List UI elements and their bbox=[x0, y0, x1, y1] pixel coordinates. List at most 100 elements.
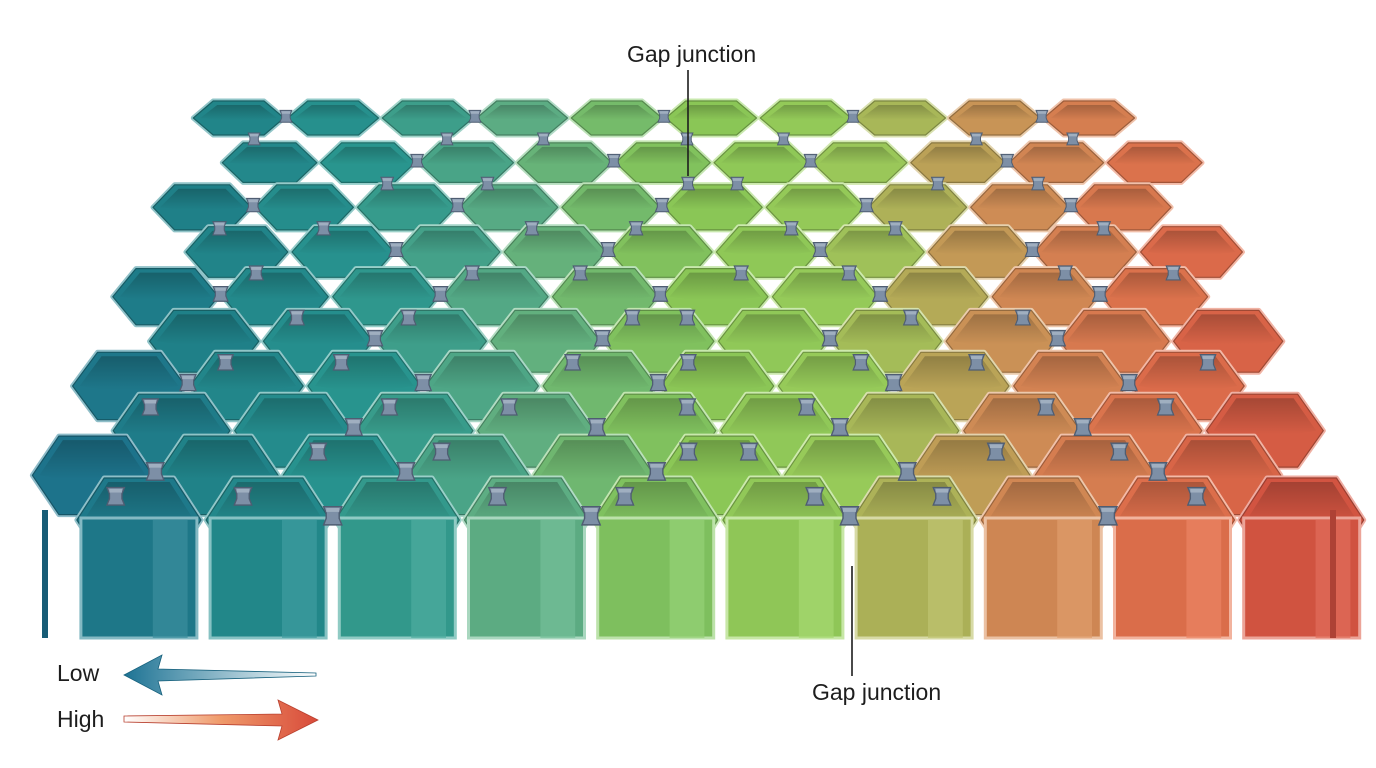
gap-junction-marker bbox=[432, 442, 451, 461]
gap-junction-marker bbox=[400, 309, 417, 326]
gap-junction-marker bbox=[344, 417, 364, 437]
gap-junction-marker bbox=[681, 176, 696, 191]
cell bbox=[355, 182, 459, 233]
gap-junction-marker bbox=[797, 398, 816, 416]
cell bbox=[711, 140, 811, 185]
gap-junction-marker bbox=[1014, 309, 1032, 326]
gap-junction-marker bbox=[932, 486, 952, 506]
cell bbox=[852, 98, 948, 138]
cell bbox=[763, 182, 867, 233]
gap-junction-marker bbox=[651, 285, 669, 302]
cell bbox=[1006, 140, 1107, 185]
cell bbox=[285, 98, 381, 138]
gap-junction-marker bbox=[657, 109, 671, 123]
cell-front-wall bbox=[983, 516, 1103, 640]
cell bbox=[568, 98, 665, 138]
cell bbox=[395, 224, 503, 280]
gap-junction-marker bbox=[1156, 398, 1175, 416]
cell bbox=[908, 140, 1008, 185]
cell bbox=[501, 224, 609, 280]
gap-junction-label-bottom: Gap junction bbox=[812, 679, 942, 705]
gap-junction-marker bbox=[248, 265, 265, 281]
gap-junction-marker bbox=[1024, 241, 1041, 258]
gap-junction-marker bbox=[450, 197, 466, 213]
gap-junction-marker bbox=[593, 329, 611, 347]
cell bbox=[190, 98, 287, 138]
gap-junction-marker bbox=[1057, 265, 1074, 281]
gap-junction-marker bbox=[380, 398, 399, 416]
cell bbox=[318, 140, 418, 185]
cell bbox=[514, 140, 615, 185]
gap-junction-marker bbox=[1120, 373, 1138, 392]
gap-junction-marker bbox=[1035, 109, 1049, 123]
gap-junction-marker bbox=[308, 442, 328, 461]
gap-junction-marker bbox=[105, 486, 126, 506]
gap-junction-marker bbox=[410, 153, 425, 168]
gap-junction-marker bbox=[396, 461, 416, 481]
cell bbox=[1070, 182, 1174, 233]
gap-junction-marker bbox=[649, 373, 668, 392]
gap-junction-marker bbox=[216, 353, 235, 371]
gap-junction-marker bbox=[805, 486, 825, 506]
gap-junction-label-top: Gap junction bbox=[627, 41, 757, 67]
gap-junction-marker bbox=[986, 442, 1006, 461]
sheet-right-edge bbox=[1330, 510, 1336, 638]
gap-junction-marker bbox=[887, 221, 903, 236]
gap-junction-marker bbox=[1037, 398, 1056, 416]
cell bbox=[613, 140, 713, 185]
cell bbox=[663, 98, 759, 138]
gap-junction-marker bbox=[830, 417, 850, 437]
gap-junction-marker bbox=[380, 176, 395, 191]
cell bbox=[379, 98, 476, 138]
cell-front-wall bbox=[1242, 516, 1362, 640]
cell-front-wall bbox=[854, 516, 974, 640]
cell-front-wall bbox=[79, 516, 199, 640]
gap-junction-marker bbox=[572, 265, 589, 281]
cell bbox=[150, 182, 254, 233]
gap-junction-marker bbox=[580, 505, 602, 526]
cell-front-wall bbox=[337, 516, 457, 640]
gap-junction-marker bbox=[1063, 197, 1079, 213]
gap-junction-marker bbox=[141, 398, 160, 416]
cell bbox=[474, 98, 570, 138]
gap-junction-marker bbox=[440, 132, 454, 146]
cell bbox=[810, 140, 910, 185]
cell-front-wall bbox=[467, 516, 586, 640]
gap-junction-marker bbox=[145, 461, 165, 481]
gap-junction-marker bbox=[464, 265, 481, 281]
cell bbox=[29, 433, 156, 518]
cell-front-wall bbox=[1113, 516, 1232, 640]
gap-junction-marker bbox=[871, 285, 889, 302]
cell bbox=[1105, 140, 1205, 185]
gap-junction-marker bbox=[332, 353, 350, 371]
gap-junction-marker bbox=[1073, 417, 1093, 437]
gap-junction-marker bbox=[1000, 153, 1015, 168]
gap-junction-marker bbox=[233, 486, 253, 506]
gap-junction-marker bbox=[730, 176, 745, 191]
gap-junction-marker bbox=[679, 442, 698, 461]
gap-junction-marker bbox=[628, 221, 644, 236]
legend-low-label: Low bbox=[57, 660, 100, 686]
cell bbox=[289, 224, 397, 280]
gap-junction-marker bbox=[783, 221, 799, 236]
gap-junction-marker bbox=[468, 109, 482, 123]
gap-junction-marker bbox=[846, 109, 860, 123]
gap-junction-marker bbox=[852, 353, 870, 371]
cell bbox=[946, 98, 1043, 138]
gap-junction-marker bbox=[500, 398, 518, 416]
gap-junction-marker bbox=[803, 153, 818, 168]
gap-junction-marker bbox=[245, 197, 261, 213]
cell bbox=[1138, 224, 1245, 280]
cell bbox=[559, 182, 663, 233]
gap-junction-marker bbox=[733, 265, 750, 281]
gap-junctions bbox=[105, 109, 1217, 526]
gap-junction-marker bbox=[1031, 176, 1046, 191]
cell-grid bbox=[29, 98, 1367, 565]
cell bbox=[661, 182, 765, 233]
gap-junction-marker bbox=[678, 398, 697, 416]
gap-junction-marker bbox=[316, 221, 332, 236]
cell-front-wall bbox=[725, 516, 845, 640]
gap-junction-marker bbox=[279, 109, 293, 123]
gap-junction-marker bbox=[212, 221, 227, 236]
gap-junction-marker bbox=[821, 329, 839, 347]
